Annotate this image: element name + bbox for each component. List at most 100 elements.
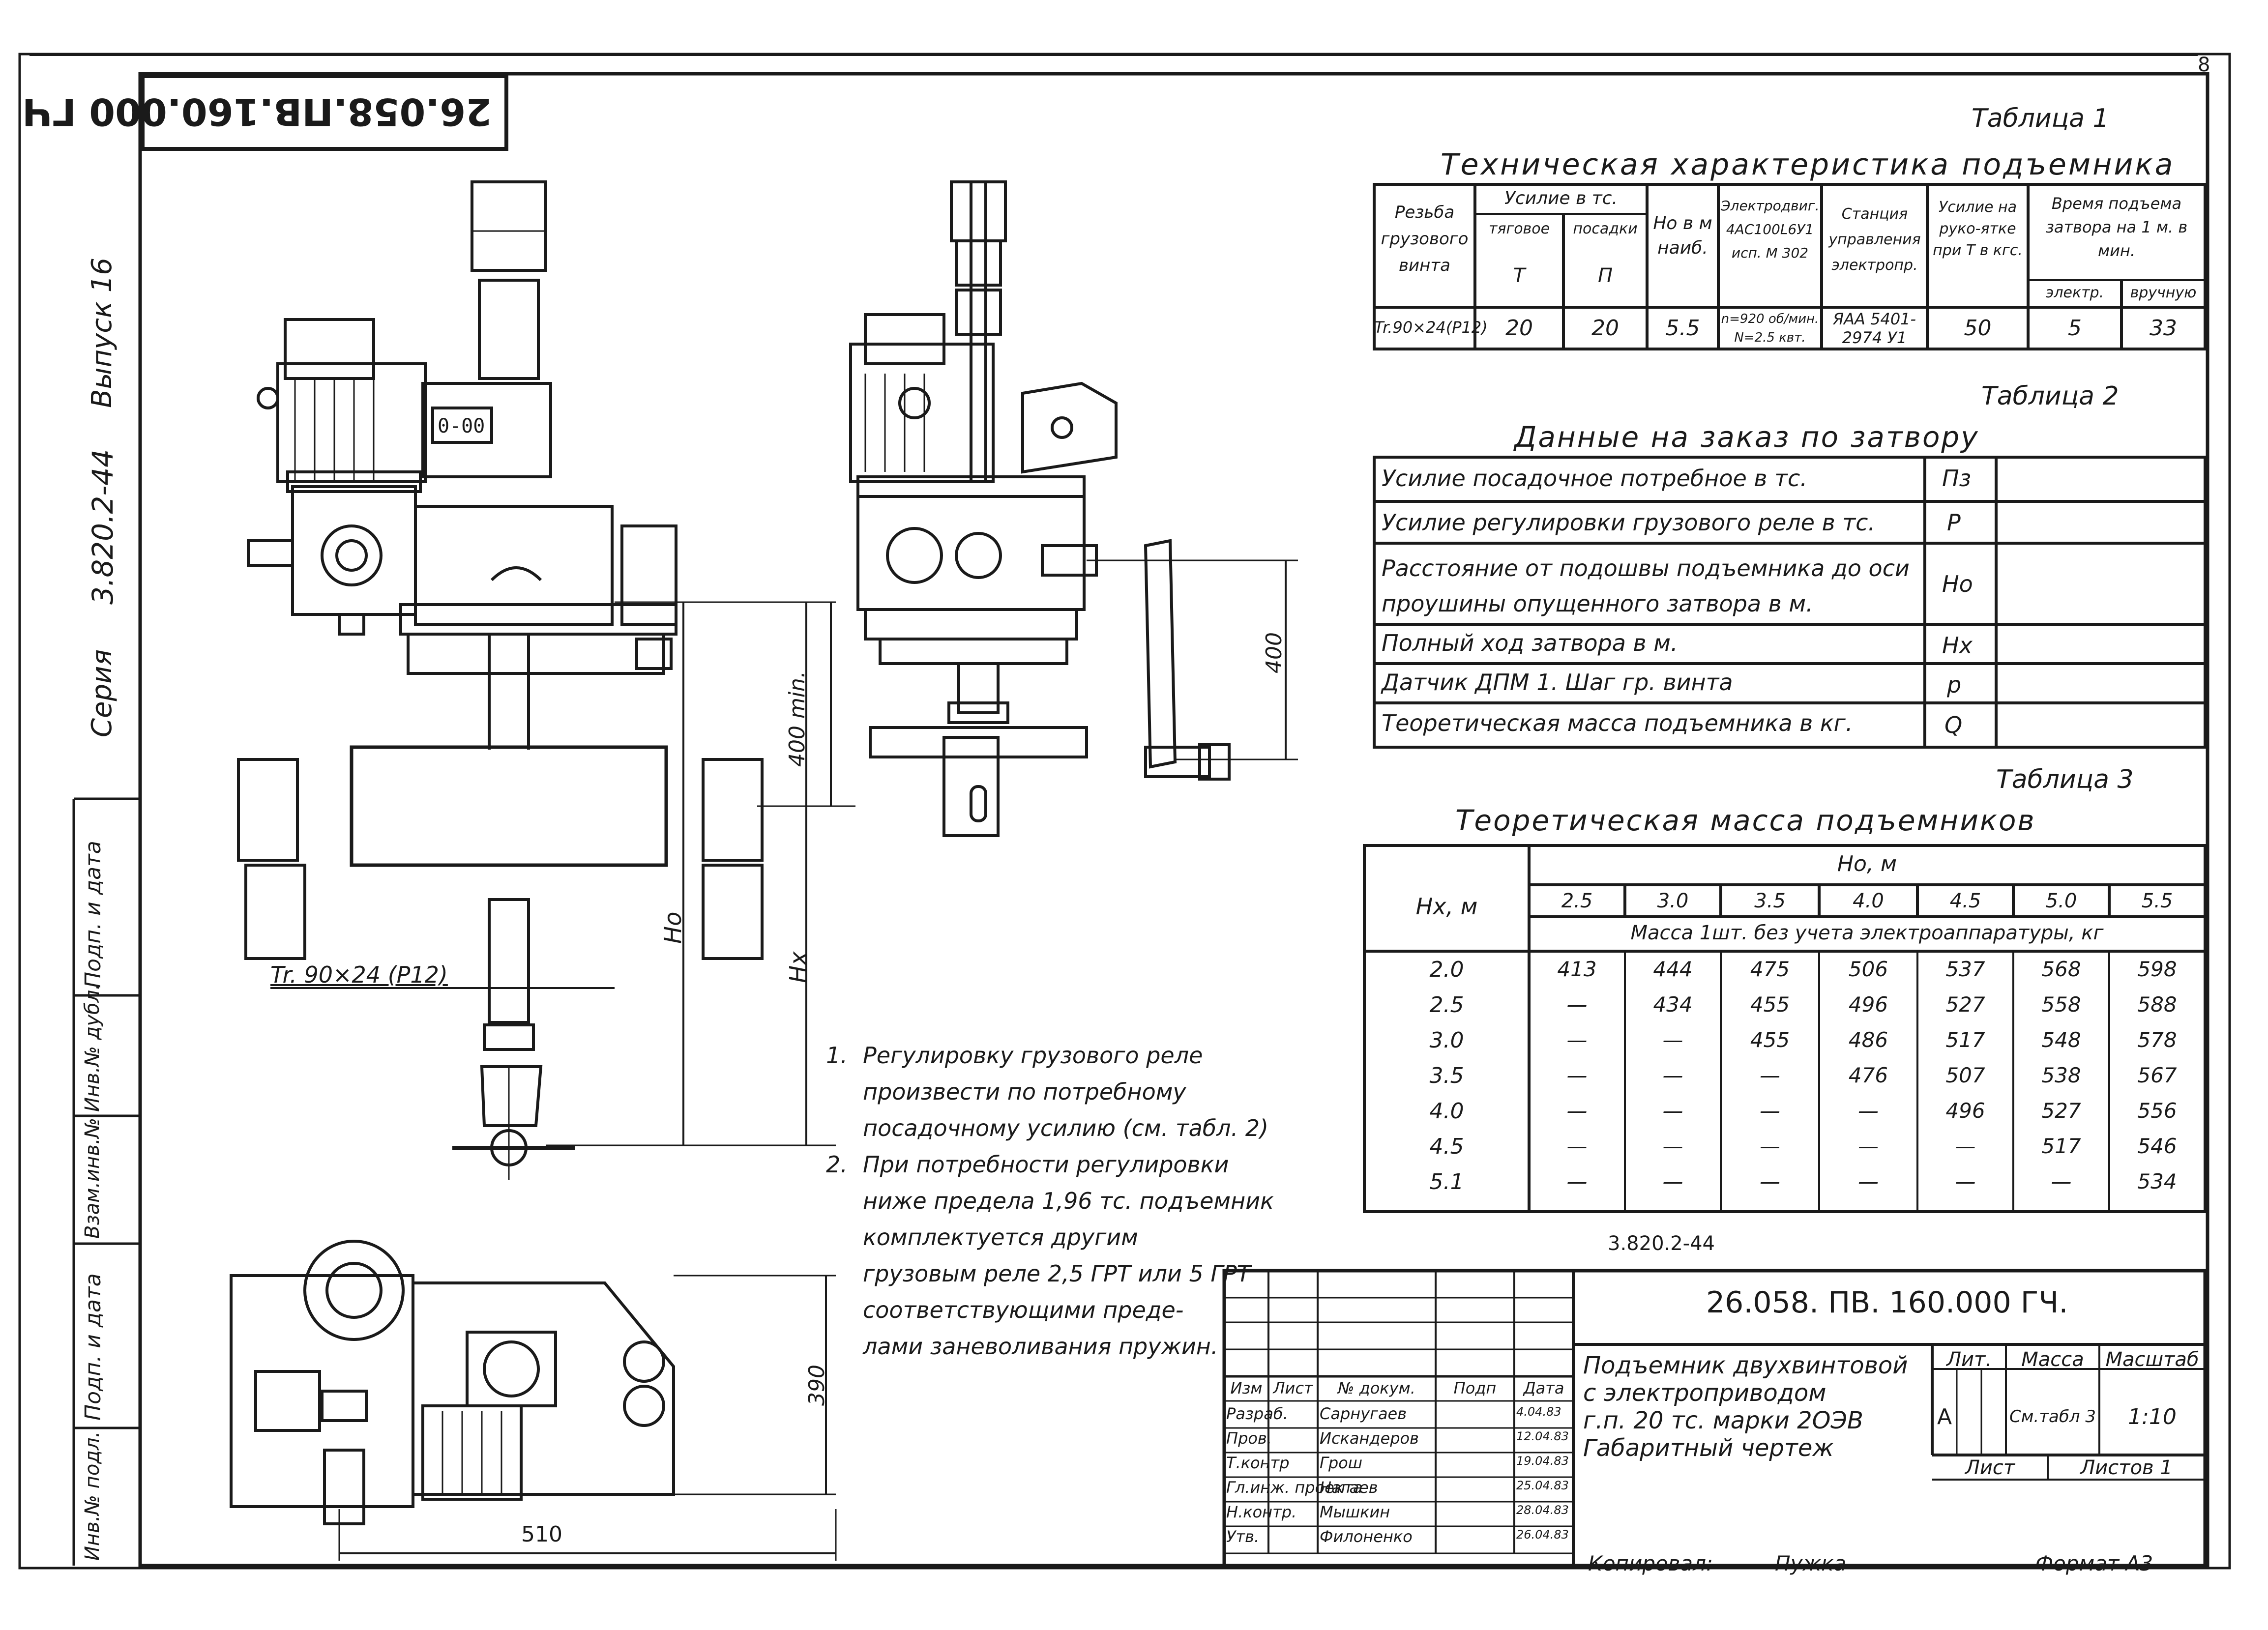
t3-mass-cell: 527: [1945, 992, 1985, 1017]
strip-field-5: Инв.№ подл.: [81, 1431, 104, 1561]
t3-mass-cell: 475: [1750, 957, 1790, 981]
t3-ho-label: Но, м: [1837, 851, 1897, 876]
t3-mass-cell: 567: [2137, 1063, 2177, 1087]
t3-mass-cell: —: [1566, 1028, 1588, 1052]
note-1-line: посадочному усилию (см. табл. 2): [863, 1115, 1269, 1141]
t3-hx-value: 4.5: [1429, 1134, 1464, 1159]
t3-hx-value: 2.0: [1429, 957, 1464, 982]
tb-row-name: Искандеров: [1320, 1429, 1419, 1448]
tb-name-line: Подъемник двухвинтовой: [1583, 1352, 1908, 1379]
t3-mass-cell: 517: [1945, 1028, 1985, 1052]
t3-hx-label: Нх, м: [1415, 893, 1478, 920]
table1-grid: [1373, 183, 2207, 350]
t3-mass-cell: —: [1662, 1134, 1683, 1158]
table2-caption: Таблица 2: [1981, 381, 2119, 411]
t3-ho-value: 2.5: [1561, 890, 1593, 912]
t1-h-drive: Электродвиг. 4AC100L6У1 исп. М 302: [1721, 198, 1820, 261]
tb-col-header: № докум.: [1338, 1379, 1415, 1397]
t1-h-force: Усилие в тс.: [1504, 188, 1618, 208]
t2-row-label: Полный ход затвора в м.: [1382, 630, 1678, 656]
tb-row-name: Сарнугаев: [1320, 1404, 1407, 1423]
tb-row-name: Мышкин: [1320, 1503, 1390, 1521]
t3-mass-cell: —: [1858, 1134, 1879, 1158]
table3-grid: [1363, 844, 2207, 1213]
strip-field-1: Подп. и дата: [81, 841, 106, 988]
series-code: 3.820.2-44: [86, 449, 119, 605]
t3-ho-value: 3.5: [1754, 890, 1786, 912]
notes: 1.Регулировку грузового реле произвести …: [826, 1037, 1274, 1365]
front-view: 0-00: [237, 180, 855, 1180]
t3-mass-cell: —: [1955, 1134, 1976, 1158]
t3-ho-value: 3.0: [1657, 890, 1689, 912]
t3-mass-cell: —: [2051, 1169, 2072, 1193]
t2-row-label: Теоретическая масса подъемника в кг.: [1382, 710, 1853, 736]
title-block-grid: [1222, 1269, 2207, 1568]
note-2-num: 2.: [826, 1151, 848, 1178]
tb-name-line: г.п. 20 тс. марки 2ОЭВ: [1583, 1407, 1863, 1434]
tb-col-header: Подп: [1453, 1379, 1497, 1397]
tb-row-date: 19.04.83: [1516, 1454, 1569, 1468]
table3-title: Теоретическая масса подъемников: [1455, 804, 2036, 837]
t3-mass-cell: 578: [2137, 1028, 2177, 1052]
t3-mass-cell: 444: [1653, 957, 1693, 981]
t2-row-label: Расстояние от подошвы подъемника до оси …: [1382, 555, 1910, 617]
tb-copied-by: Копировал:: [1588, 1551, 1713, 1575]
note-2-line: комплектуется другим: [863, 1224, 1138, 1251]
note-2-line: ниже предела 1,96 тс. подъемник: [863, 1188, 1274, 1214]
t3-mass-cell: —: [1566, 1063, 1588, 1087]
strip-field-3: Взам.инв.№: [81, 1117, 104, 1239]
corner-page-number: 8: [2198, 54, 2210, 76]
note-2-line: соответствующими преде-: [863, 1297, 1184, 1323]
t3-mass-cell: —: [1662, 1028, 1683, 1052]
tb-format: Формат А3: [2035, 1551, 2153, 1575]
t3-mass-cell: 496: [1945, 1099, 1985, 1123]
t3-mass-cell: 537: [1945, 957, 1985, 981]
plan-view: [230, 1240, 837, 1561]
dim-hx: Нх: [785, 951, 812, 984]
inner-frame: [138, 72, 2209, 1568]
stamp-code-rotated: 26.058.ПВ.160.000 ГЧ: [22, 90, 492, 134]
dim-510: 510: [521, 1522, 562, 1547]
note-1-num: 1.: [826, 1042, 848, 1069]
t3-mass-cell: 476: [1848, 1063, 1888, 1087]
tb-row-role: Н.контр.: [1226, 1503, 1297, 1521]
tb-row-name: Грош: [1320, 1454, 1362, 1472]
tb-row-role: Пров.: [1226, 1429, 1272, 1448]
tb-mass-label: Масса: [2021, 1348, 2084, 1371]
t3-mass-cell: 538: [2041, 1063, 2081, 1087]
t3-mass-cell: 517: [2041, 1134, 2081, 1158]
thread-label: Tr. 90×24 (P12): [270, 961, 448, 988]
t3-ho-value: 4.0: [1853, 890, 1884, 912]
t3-mass-cell: —: [1566, 1169, 1588, 1193]
t1-h-pull-sym: Т: [1513, 264, 1526, 287]
t3-subheader: Масса 1шт. без учета электроаппаратуры, …: [1630, 922, 2104, 944]
t3-mass-cell: —: [1566, 1134, 1588, 1158]
t1-h-seat-sym: П: [1597, 264, 1613, 287]
tb-row-role: Разраб.: [1226, 1404, 1288, 1423]
t3-mass-cell: —: [1662, 1063, 1683, 1087]
t1-r-handle: 50: [1964, 316, 1992, 341]
t3-ho-value: 4.5: [1949, 890, 1981, 912]
t3-mass-cell: 507: [1945, 1063, 1985, 1087]
t3-mass-cell: 455: [1750, 1028, 1790, 1052]
t2-row-label: Датчик ДПМ 1. Шаг гр. винта: [1382, 669, 1733, 696]
tb-series-code-above: 3.820.2-44: [1608, 1232, 1715, 1255]
t1-h-station: Станция управления электропр.: [1828, 205, 1921, 274]
note-2-line: При потребности регулировки: [863, 1151, 1229, 1178]
t3-mass-cell: —: [1760, 1169, 1780, 1193]
t3-mass-cell: —: [1760, 1134, 1780, 1158]
t3-hx-value: 2.5: [1429, 992, 1464, 1018]
t3-mass-cell: —: [1955, 1169, 1976, 1193]
t1-h-ho: Но в м наиб.: [1653, 213, 1712, 258]
dim-390: 390: [804, 1365, 829, 1406]
t3-hx-value: 3.5: [1429, 1063, 1464, 1088]
t3-mass-cell: 558: [2041, 992, 2081, 1017]
dim-400min: 400 min.: [785, 671, 810, 767]
tb-name: Подъемник двухвинтовой с электроприводом…: [1583, 1352, 1908, 1462]
note-1-line: произвести по потребному: [863, 1078, 1186, 1105]
note-2-line: лами заневоливания пружин.: [863, 1333, 1218, 1360]
tb-name-line: Габаритный чертеж: [1583, 1434, 1834, 1462]
tb-lit-value: А: [1937, 1404, 1952, 1429]
tb-row-date: 25.04.83: [1516, 1479, 1569, 1492]
